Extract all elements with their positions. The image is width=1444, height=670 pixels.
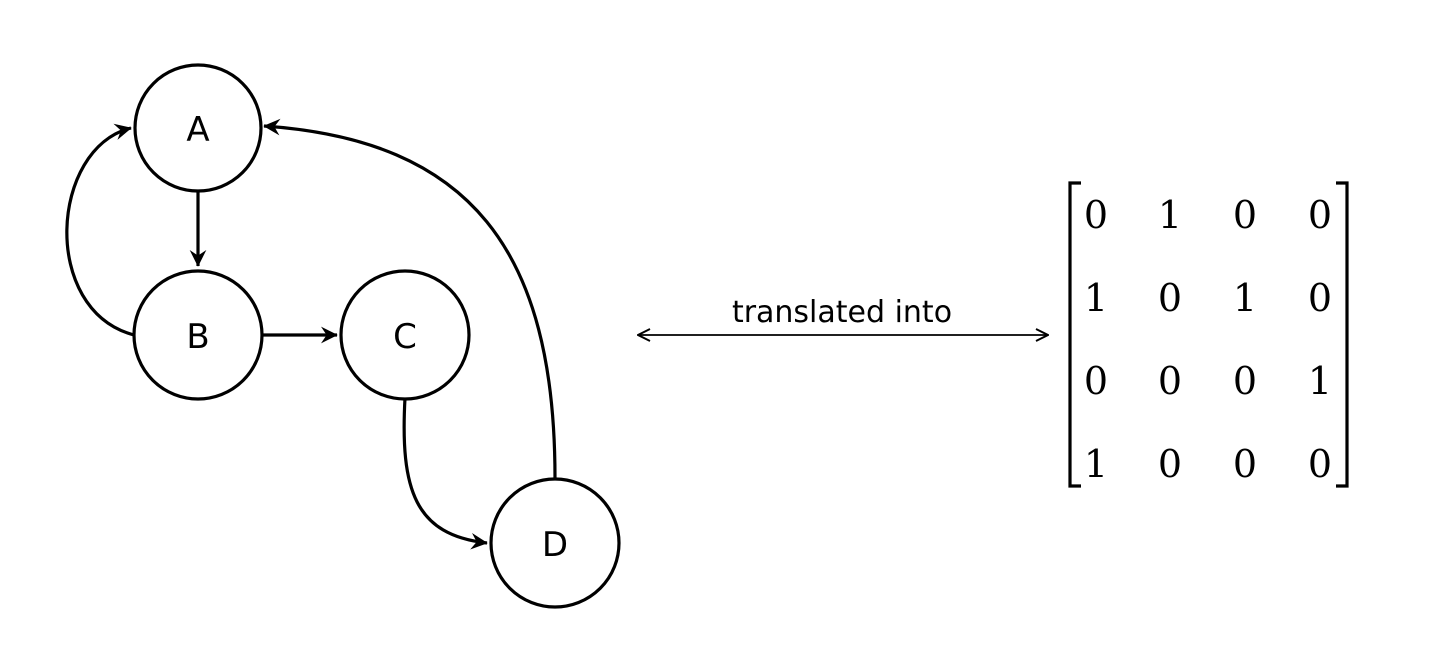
node-d-label: D — [542, 525, 568, 565]
edge-d-to-a — [263, 118, 557, 479]
matrix-row-3: 0 0 0 1 — [1084, 359, 1332, 403]
matrix-cell: 1 — [1233, 276, 1257, 320]
graph-edges — [65, 118, 557, 550]
matrix-cell: 1 — [1158, 193, 1182, 237]
matrix-cell: 0 — [1084, 193, 1108, 237]
matrix-cell: 0 — [1084, 359, 1108, 403]
matrix-cell: 0 — [1308, 442, 1332, 486]
relation-label: translated into — [732, 295, 952, 330]
adjacency-matrix: 0 1 0 0 1 0 1 0 0 0 0 1 1 0 0 0 — [1068, 181, 1349, 488]
relation-arrow: translated into — [638, 295, 1048, 335]
matrix-cell: 0 — [1308, 193, 1332, 237]
matrix-cell: 0 — [1308, 276, 1332, 320]
graph-nodes: A B C D — [132, 63, 621, 609]
matrix-cell: 1 — [1084, 276, 1108, 320]
matrix-cell: 1 — [1084, 442, 1108, 486]
matrix-cell: 0 — [1233, 359, 1257, 403]
node-a-label: A — [186, 110, 209, 150]
node-b-label: B — [186, 317, 209, 357]
matrix-cell: 1 — [1308, 359, 1332, 403]
node-c-label: C — [393, 317, 417, 357]
matrix-row-4: 1 0 0 0 — [1084, 442, 1332, 486]
node-c: C — [339, 269, 471, 401]
node-d: D — [489, 477, 621, 609]
matrix-cell: 0 — [1233, 442, 1257, 486]
matrix-row-1: 0 1 0 0 — [1084, 193, 1332, 237]
edge-b-to-a — [65, 123, 135, 337]
matrix-cell: 0 — [1158, 442, 1182, 486]
matrix-right-bracket — [1336, 181, 1349, 488]
matrix-row-2: 1 0 1 0 — [1084, 276, 1332, 320]
node-a: A — [133, 63, 263, 193]
matrix-cell: 0 — [1158, 276, 1182, 320]
matrix-cell: 0 — [1158, 359, 1182, 403]
matrix-left-bracket — [1068, 181, 1081, 488]
node-b: B — [132, 269, 264, 401]
matrix-cell: 0 — [1233, 193, 1257, 237]
edge-c-to-d — [402, 397, 488, 550]
